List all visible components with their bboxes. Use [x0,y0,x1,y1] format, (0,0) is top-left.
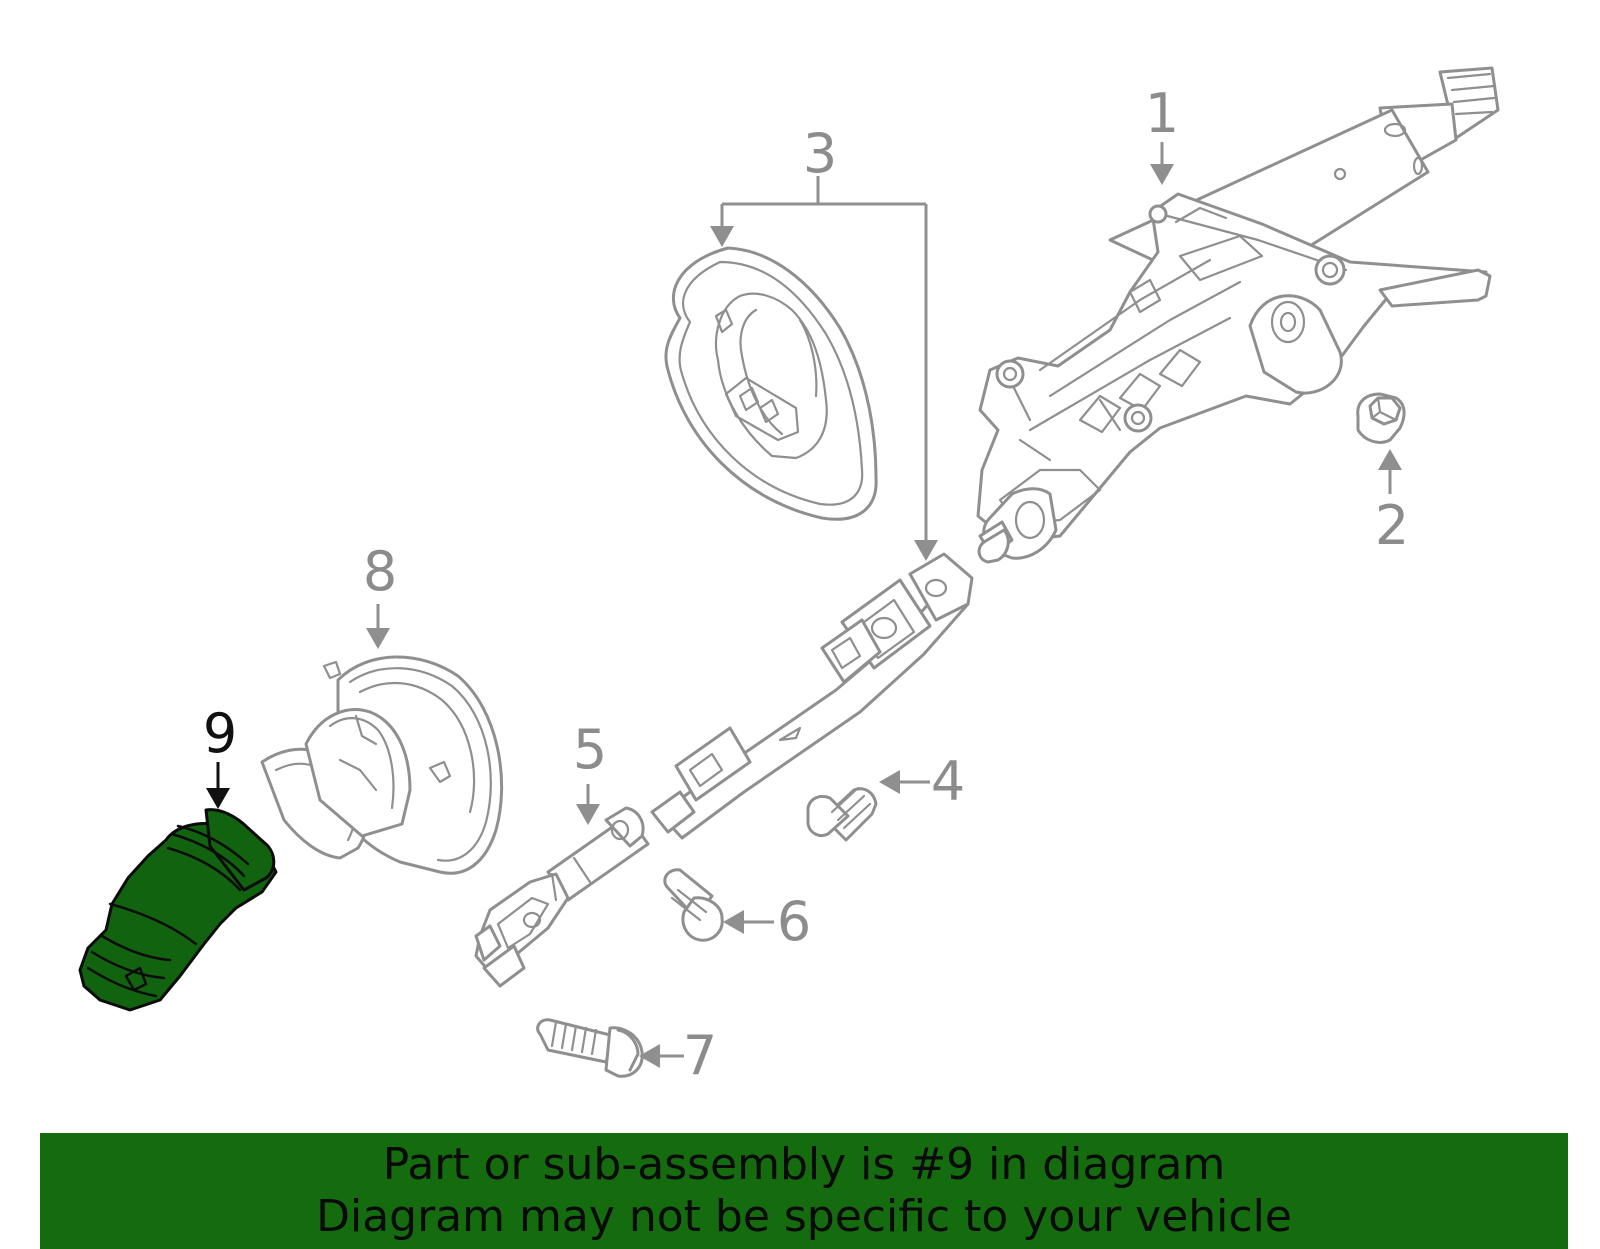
leader-3 [720,176,928,556]
banner-line-part: Part or sub-assembly is #9 in diagram [382,1139,1226,1190]
part-4-bolt[interactable] [806,786,878,842]
callout-8: 8 [363,540,397,603]
banner-line-disclaimer: Diagram may not be specific to your vehi… [316,1191,1292,1242]
callout-7: 7 [683,1024,717,1087]
callout-5: 5 [573,718,607,781]
part-6-bolt[interactable] [663,868,724,942]
callout-1: 1 [1145,82,1179,145]
leader-lines [206,142,1402,1068]
callout-labels: 1 2 3 4 5 6 7 8 9 [203,82,1409,1087]
callout-4: 4 [931,750,965,813]
info-banner: Part or sub-assembly is #9 in diagram Di… [40,1133,1568,1249]
callout-9: 9 [203,702,237,765]
part-2-nut[interactable] [1356,392,1406,444]
callout-2: 2 [1375,494,1409,557]
intermediate-shaft[interactable] [650,552,974,840]
callout-6: 6 [777,890,811,953]
part-8-boot-seal[interactable] [260,655,504,875]
callout-3: 3 [803,122,837,185]
part-1-steering-column[interactable] [976,66,1500,564]
part-3-cover[interactable] [664,246,878,521]
part-5-lower-shaft[interactable] [474,806,650,988]
part-9-boot[interactable] [78,808,278,1012]
part-7-bolt[interactable] [536,1018,644,1078]
